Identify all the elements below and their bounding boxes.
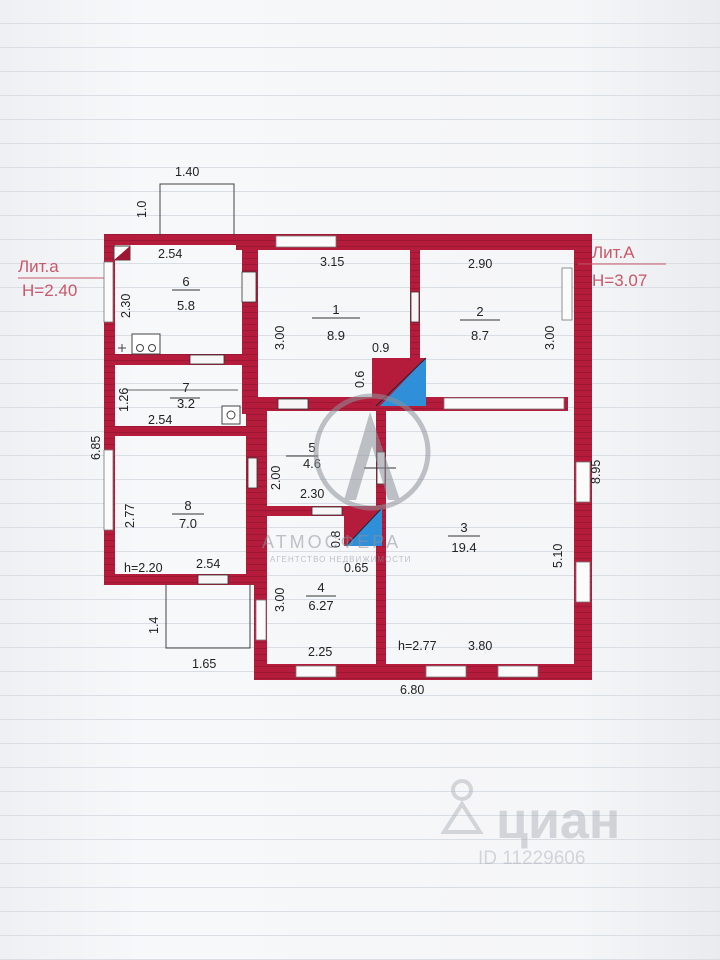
doors [189,271,420,585]
dim-r7-height: 1.26 [117,388,131,412]
room-1-area: 8.9 [327,328,345,343]
windows [103,235,591,678]
room-1-number: 1 [332,302,339,317]
dim-r2-height: 3.00 [543,326,557,350]
lit-A-label: Лит.А [592,243,635,262]
dimension-labels: 1.40 1.0 2.54 2.30 3.15 2.90 3.00 3.00 0… [89,165,603,697]
dim-r5-width: 2.30 [300,487,324,501]
room-6-area: 5.8 [177,298,195,313]
cian-text: циан [496,792,620,850]
dim-top-2-90: 2.90 [468,257,492,271]
dim-r1-height: 3.00 [273,326,287,350]
room-2-number: 2 [476,304,483,319]
dim-r8-width: 2.54 [196,557,220,571]
room-5-number: 5 [308,440,315,455]
room-3-area: 19.4 [451,540,476,555]
room-dividers [126,289,500,597]
atmosfera-watermark: АТМОСФЕРА АГЕНТСТВО НЕДВИЖИМОСТИ [262,393,431,564]
dim-left-6-85: 6.85 [89,436,103,460]
dim-right-8-95: 8.95 [589,460,603,484]
atmosfera-text: АТМОСФЕРА [262,532,401,552]
dim-top-3-15: 3.15 [320,255,344,269]
h-left-label: H=2.40 [22,281,77,300]
dim-porch-top-depth: 1.0 [135,201,149,218]
dim-r4-height: 3.00 [273,588,287,612]
dim-porch-bottom-width: 1.65 [192,657,216,671]
dim-left-2-30: 2.30 [119,294,133,318]
dim-r3-height: 5.10 [551,544,565,568]
h-inner-right: h=2.77 [398,639,437,653]
dim-r7-width: 2.54 [148,413,172,427]
h-inner-left: h=2.20 [124,561,163,575]
room-7-area: 3.2 [177,396,195,411]
cian-id: ID 11229606 [478,848,585,869]
dim-porch-top-width: 1.40 [175,165,199,179]
atmosfera-subtext: АГЕНТСТВО НЕДВИЖИМОСТИ [270,555,411,564]
room-labels: 1 8.9 2 8.7 3 19.4 4 6.27 5 4.6 6 5.8 7 … [177,274,489,613]
dim-r3-width: 3.80 [468,639,492,653]
room-8-number: 8 [184,498,191,513]
porches [159,183,251,649]
dim-r5-height: 2.00 [269,466,283,490]
room-6-number: 6 [182,274,189,289]
fixtures [113,245,241,425]
dim-top-2-54: 2.54 [158,247,182,261]
dim-porch-bottom-depth: 1.4 [147,617,161,634]
lit-a-label: Лит.а [18,257,59,276]
room-7-number: 7 [182,380,189,395]
room-8-area: 7.0 [179,516,197,531]
room-4-number: 4 [317,580,324,595]
dim-door-0-9: 0.9 [372,341,389,355]
cian-watermark: циан ID 11229606 [440,779,620,869]
h-right-label: H=3.07 [592,271,647,290]
dim-door-0-6: 0.6 [353,371,367,388]
room-3-number: 3 [460,520,467,535]
dim-total-width: 6.80 [400,683,424,697]
room-2-area: 8.7 [471,328,489,343]
dim-r8-height: 2.77 [123,504,137,528]
annotations: Лит.а H=2.40 Лит.А H=3.07 h=2.20 h=2.77 [18,243,666,653]
room-4-area: 6.27 [308,598,333,613]
dim-door-0-65: 0.65 [344,561,368,575]
dim-door-0-8: 0.8 [329,531,343,548]
stair-markers [344,357,427,547]
dim-r4-width: 2.25 [308,645,332,659]
